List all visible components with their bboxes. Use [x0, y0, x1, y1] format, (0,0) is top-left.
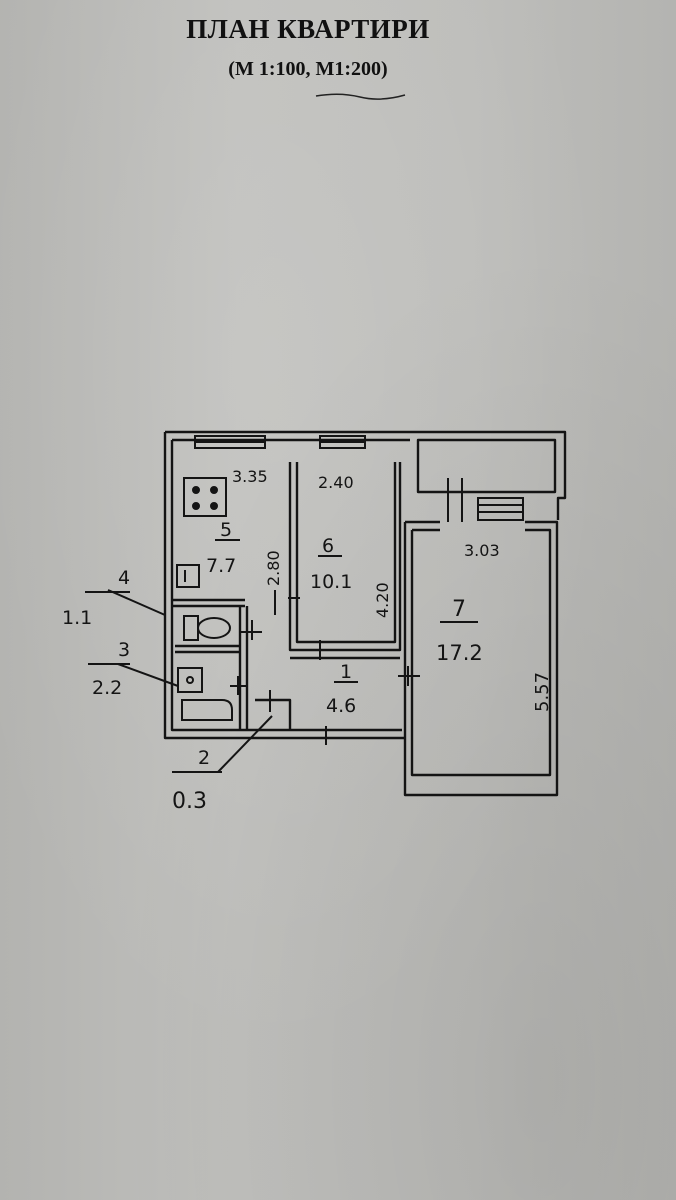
room7-top-left [405, 520, 440, 532]
wc-bath-wall [175, 644, 240, 654]
room7-number: 7 [452, 597, 466, 622]
room7-area: 17.2 [436, 641, 483, 665]
inner-left-line [170, 440, 402, 732]
washbasin-icon [177, 667, 203, 693]
room4-leader [107, 589, 166, 616]
room-labels: 4 1.1 3 2.2 2 0.3 5 7.7 3.35 2.80 6 10.1… [62, 467, 553, 814]
room7-outer [403, 520, 559, 797]
room2-leader [217, 715, 273, 773]
door-marks [230, 590, 420, 745]
bathtub-icon [181, 699, 233, 721]
toilet-icon [183, 615, 231, 641]
signature-mark [315, 93, 406, 100]
closet-wall [255, 698, 292, 730]
stove-icon [183, 477, 227, 517]
room6-depth: 4.20 [373, 582, 392, 618]
room4-number: 4 [118, 567, 130, 589]
walls [163, 430, 567, 797]
scale-note: (М 1:100, М1:200) [228, 58, 388, 80]
window-room7 [477, 497, 524, 521]
room6-area: 10.1 [310, 571, 352, 593]
room6-width: 2.40 [318, 473, 354, 492]
kitchen-sink-icon [176, 564, 200, 588]
room2-area: 0.3 [172, 789, 207, 814]
kitchen-bottom-wall [172, 598, 245, 608]
room5-area: 7.7 [206, 555, 236, 577]
loggia-box [416, 438, 557, 494]
room1-area: 4.6 [326, 695, 356, 717]
room6-walls [288, 462, 402, 652]
room3-area: 2.2 [92, 677, 122, 699]
room6-number: 6 [322, 535, 334, 557]
bath-right-wall [238, 606, 249, 730]
room3-leader [117, 663, 179, 687]
room2-number: 2 [198, 747, 210, 769]
room6-inner [295, 462, 397, 644]
kitchen-width: 3.35 [232, 467, 268, 486]
room7-depth: 5.57 [532, 672, 553, 712]
room5-number: 5 [220, 519, 232, 541]
page-title: ПЛАН КВАРТИРИ [186, 14, 430, 44]
room7-width: 3.03 [464, 541, 500, 560]
leader-lines [85, 539, 478, 773]
room1-number: 1 [340, 661, 352, 683]
room4-area: 1.1 [62, 607, 92, 629]
windows [194, 435, 524, 522]
room7-inner [410, 528, 552, 777]
outer-wall-top [165, 430, 567, 520]
room3-number: 3 [118, 639, 130, 661]
kitchen-depth: 2.80 [264, 550, 283, 586]
